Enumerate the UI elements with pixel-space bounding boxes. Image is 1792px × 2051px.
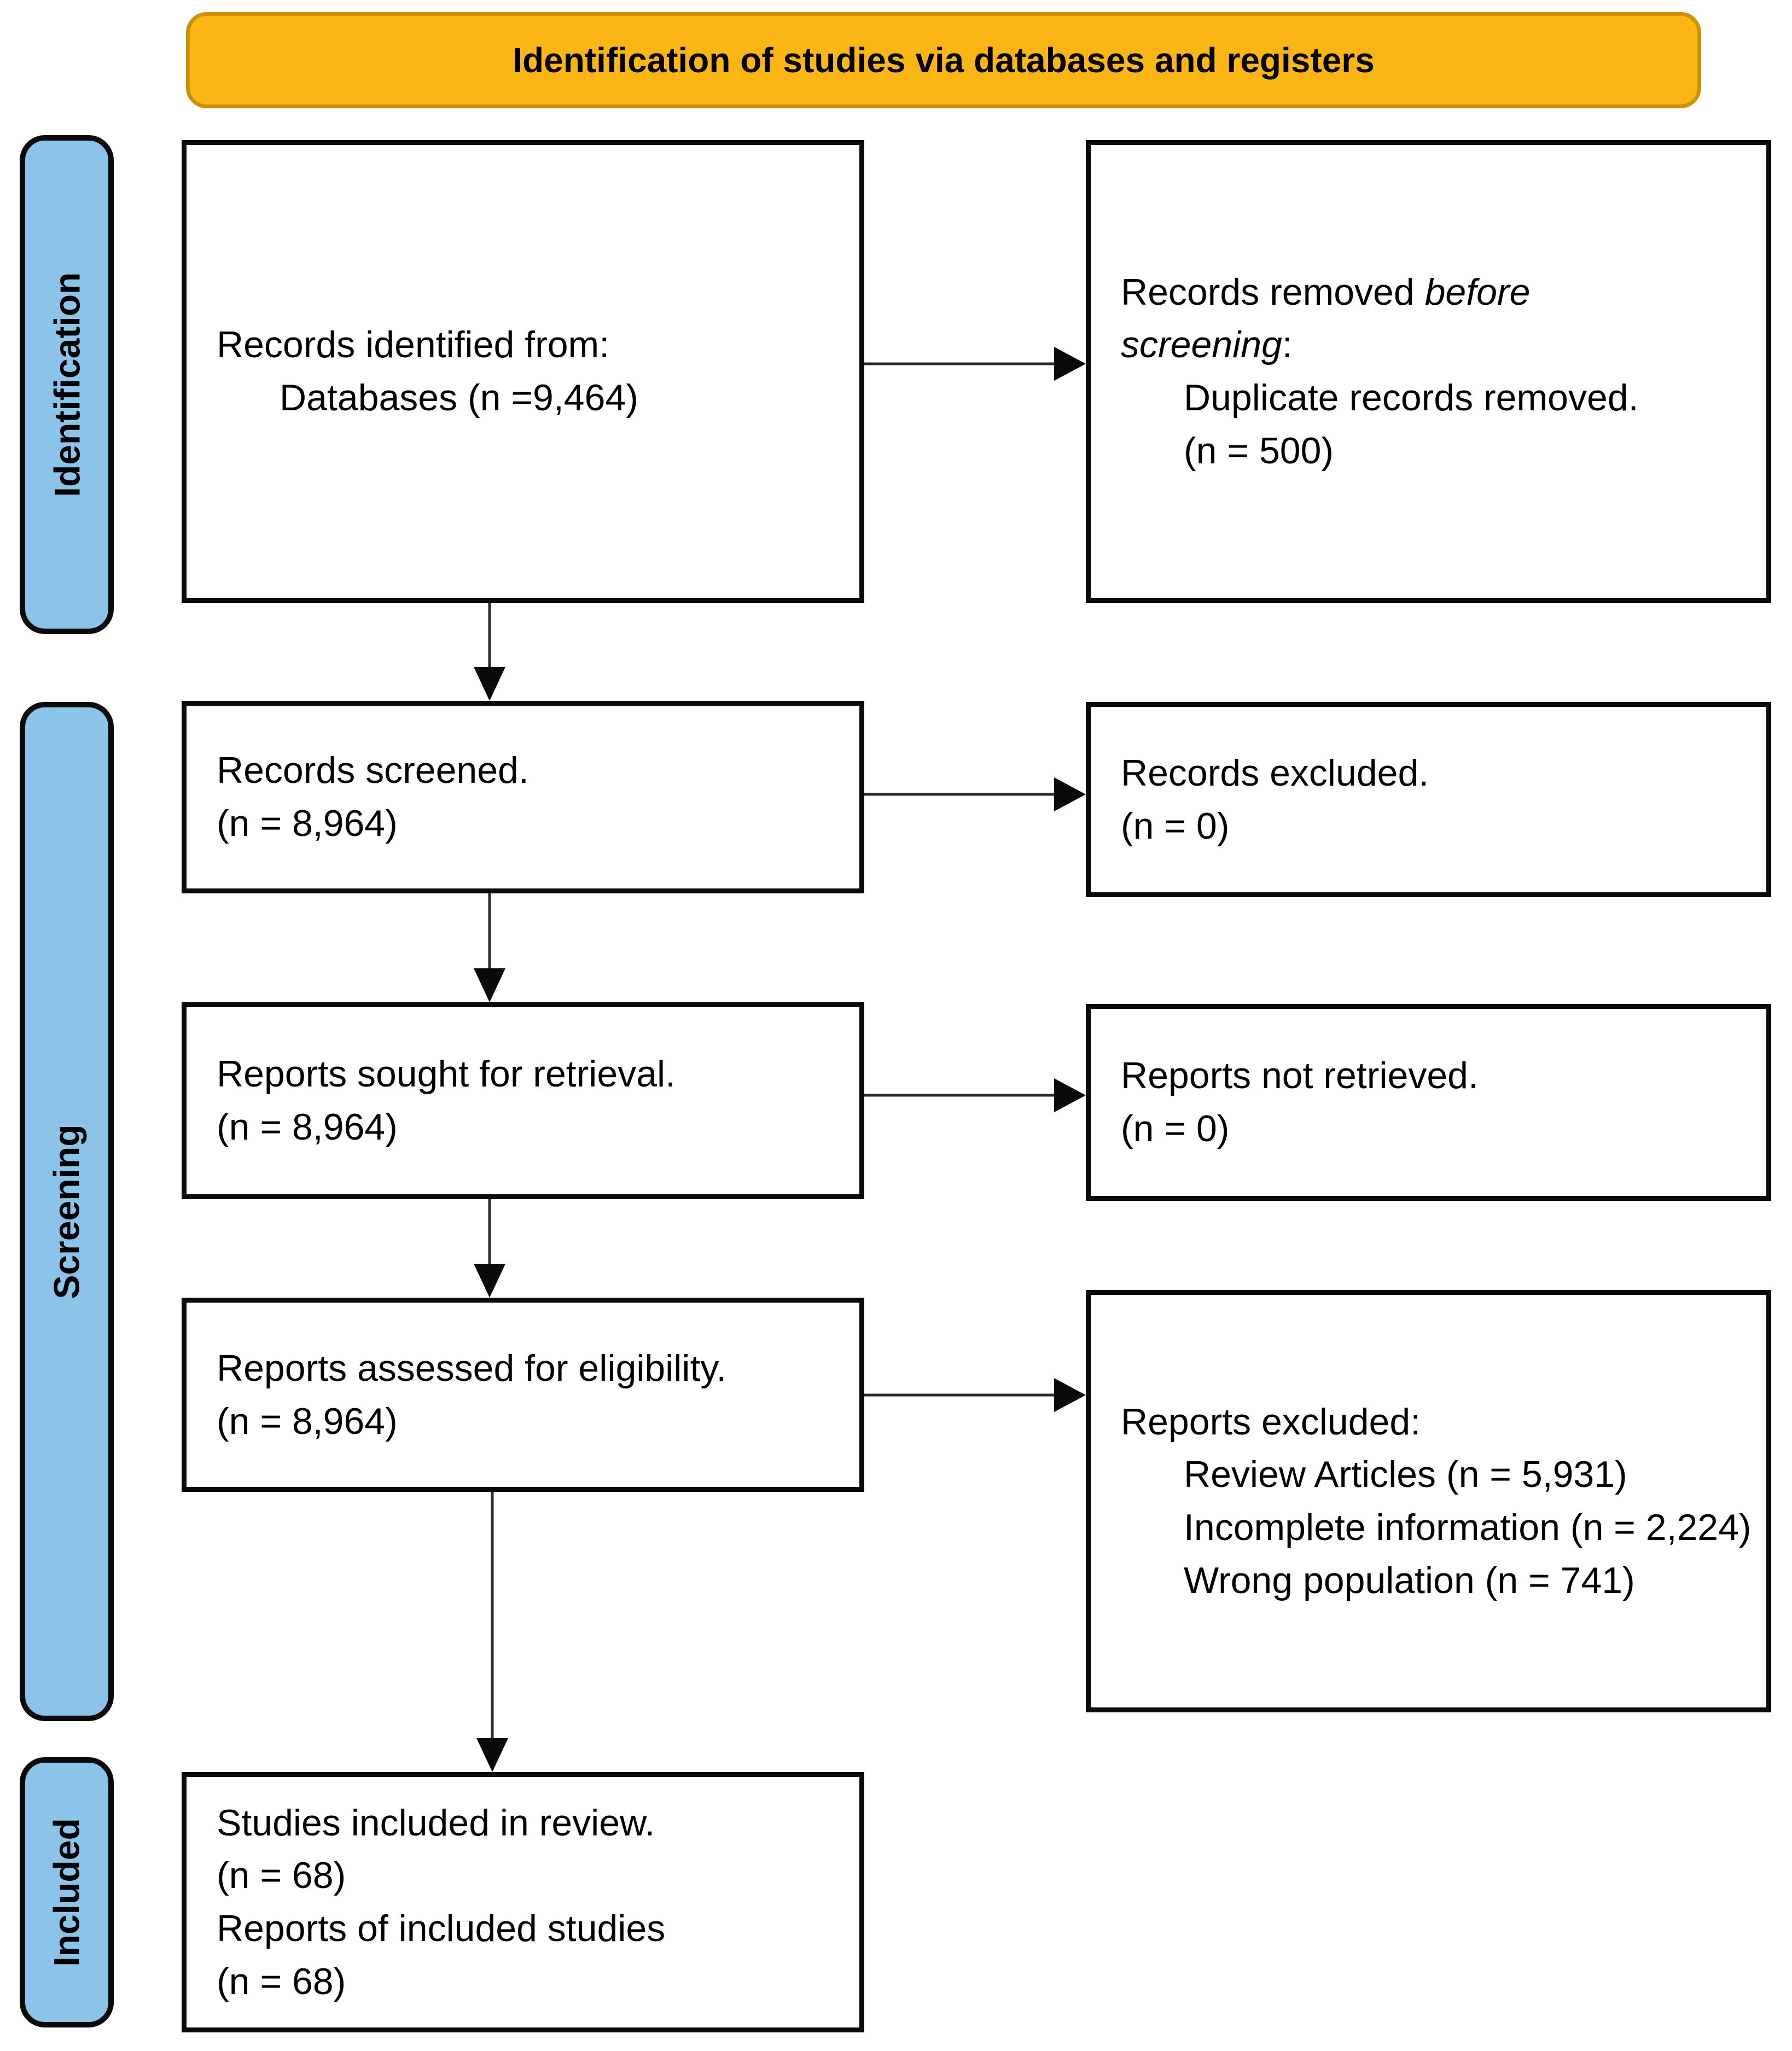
- studies-included-count1: (n = 68): [217, 1855, 346, 1897]
- studies-included-line2: Reports of included studies: [217, 1908, 666, 1949]
- box-reports-excluded: Reports excluded: Review Articles (n = 5…: [1086, 1290, 1771, 1712]
- arrow-shaft: [864, 1393, 1057, 1397]
- box-records-excluded: Records excluded. (n = 0): [1086, 702, 1771, 897]
- arrow-shaft: [488, 603, 491, 671]
- arrow-identified-to-removed: [864, 347, 1086, 381]
- reports-excluded-item-3: Wrong population (n = 741): [1184, 1559, 1635, 1601]
- studies-included-count2: (n = 68): [217, 1960, 346, 2002]
- records-excluded-line1: Records excluded.: [1121, 752, 1429, 794]
- reports-excluded-item-2: Incomplete information (n = 2,224): [1184, 1507, 1752, 1548]
- diagram-title: Identification of studies via databases …: [513, 40, 1375, 80]
- arrow-shaft: [488, 893, 491, 972]
- reports-excluded-line1: Reports excluded:: [1121, 1401, 1421, 1443]
- records-removed-count: (n = 500): [1184, 429, 1334, 472]
- reports-assessed-count: (n = 8,964): [217, 1400, 398, 1442]
- records-identified-line1: Records identified from:: [217, 324, 610, 366]
- stage-tab-included: Included: [20, 1757, 114, 2027]
- arrow-head-icon: [1054, 777, 1086, 811]
- arrow-shaft: [488, 1199, 491, 1268]
- arrow-head-icon: [1054, 347, 1086, 381]
- stage-tab-screening: Screening: [20, 702, 114, 1721]
- box-records-removed: Records removed before screening: Duplic…: [1086, 140, 1771, 603]
- records-removed-line2: screening:: [1121, 324, 1293, 366]
- stage-label-screening: Screening: [46, 1124, 88, 1299]
- reports-not-retrieved-count: (n = 0): [1121, 1108, 1230, 1149]
- arrow-sought-to-not-retrieved: [864, 1078, 1086, 1112]
- records-excluded-count: (n = 0): [1121, 805, 1230, 847]
- stage-label-identification: Identification: [46, 272, 88, 497]
- box-records-screened: Records screened. (n = 8,964): [182, 701, 864, 893]
- reports-assessed-line1: Reports assessed for eligibility.: [217, 1347, 727, 1389]
- arrow-head-icon: [1054, 1378, 1086, 1412]
- arrow-sought-to-assessed: [473, 1199, 506, 1298]
- arrow-head-icon: [474, 1264, 505, 1298]
- box-reports-sought: Reports sought for retrieval. (n = 8,964…: [182, 1002, 864, 1199]
- stage-label-included: Included: [46, 1818, 88, 1967]
- studies-included-line1: Studies included in review.: [217, 1802, 655, 1844]
- records-identified-line2: Databases (n =9,464): [280, 377, 638, 419]
- arrow-shaft: [864, 1094, 1057, 1097]
- arrow-head-icon: [474, 968, 505, 1002]
- arrow-head-icon: [1054, 1078, 1086, 1112]
- records-screened-count: (n = 8,964): [217, 803, 398, 844]
- records-removed-item: Duplicate records removed.: [1184, 377, 1639, 419]
- box-reports-not-retrieved: Reports not retrieved. (n = 0): [1086, 1004, 1771, 1201]
- arrow-assessed-to-included: [476, 1492, 509, 1772]
- reports-sought-line1: Reports sought for retrieval.: [217, 1053, 676, 1095]
- arrow-shaft: [491, 1492, 494, 1742]
- arrow-identified-to-screened: [473, 603, 506, 701]
- arrow-assessed-to-reports-excluded: [864, 1378, 1086, 1412]
- reports-not-retrieved-line1: Reports not retrieved.: [1121, 1055, 1479, 1097]
- box-reports-assessed: Reports assessed for eligibility. (n = 8…: [182, 1298, 864, 1492]
- arrow-head-icon: [476, 1738, 508, 1772]
- reports-sought-count: (n = 8,964): [217, 1106, 398, 1148]
- arrow-shaft: [864, 793, 1057, 796]
- records-screened-line1: Records screened.: [217, 749, 529, 792]
- diagram-title-banner: Identification of studies via databases …: [186, 12, 1701, 108]
- arrow-screened-to-excluded: [864, 777, 1086, 811]
- arrow-shaft: [864, 362, 1057, 365]
- arrow-head-icon: [474, 667, 505, 701]
- reports-excluded-item-1: Review Articles (n = 5,931): [1184, 1454, 1627, 1496]
- arrow-screened-to-sought: [473, 893, 506, 1002]
- records-removed-line1: Records removed before: [1121, 271, 1531, 313]
- stage-tab-identification: Identification: [20, 135, 114, 634]
- box-records-identified: Records identified from: Databases (n =9…: [182, 140, 864, 603]
- box-studies-included: Studies included in review. (n = 68) Rep…: [182, 1772, 864, 2032]
